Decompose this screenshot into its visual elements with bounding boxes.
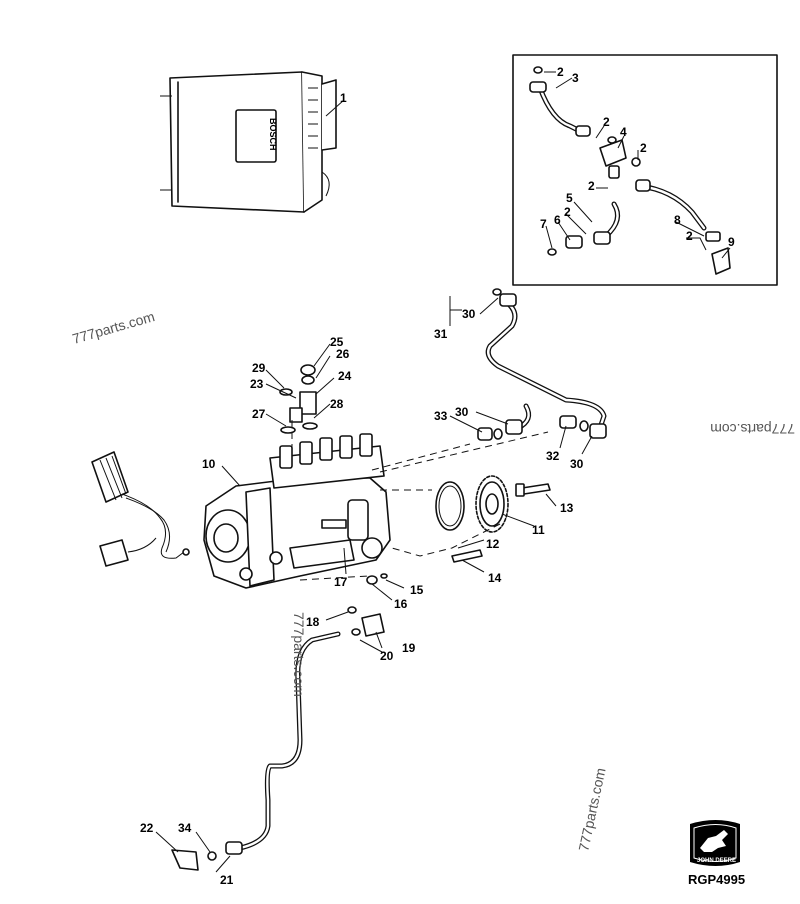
watermark-text: 777parts.com [575, 766, 608, 852]
callout-25: 25 [330, 335, 344, 349]
callout-28: 28 [330, 397, 344, 411]
callout-22: 22 [140, 821, 154, 835]
callout-15: 15 [410, 583, 424, 597]
injection-pump [203, 433, 391, 589]
callout-13: 13 [560, 501, 574, 515]
callout-2: 2 [564, 205, 571, 219]
callout-30: 30 [455, 405, 469, 419]
callout-2: 2 [557, 65, 564, 79]
callout-11: 11 [532, 523, 545, 537]
callout-labels: 1 2 3 2 4 2 2 5 2 7 6 8 2 9 30 31 25 26 … [140, 65, 735, 887]
callout-3: 3 [572, 71, 579, 85]
callout-7: 7 [540, 217, 547, 231]
callout-1: 1 [340, 91, 347, 105]
logo-brand-text: JOHN DEERE [697, 858, 736, 864]
watermark-text: 777parts.com [291, 612, 307, 697]
callout-10: 10 [202, 457, 216, 471]
ecu-module: BOSCH [160, 71, 337, 213]
callout-20: 20 [380, 649, 394, 663]
callout-2: 2 [588, 179, 595, 193]
callout-29: 29 [252, 361, 266, 375]
callout-19: 19 [402, 641, 416, 655]
deer-icon [700, 830, 728, 852]
john-deere-logo: JOHN DEERE [690, 820, 740, 866]
callout-34: 34 [178, 821, 192, 835]
callout-33: 33 [434, 409, 448, 423]
callout-17: 17 [334, 575, 348, 589]
callout-23: 23 [250, 377, 264, 391]
callout-14: 14 [488, 571, 502, 585]
small-parts [347, 573, 388, 637]
return-line [171, 631, 341, 871]
relation-lines [291, 420, 549, 581]
callout-6: 6 [554, 213, 561, 227]
callout-8: 8 [674, 213, 681, 227]
callout-26: 26 [336, 347, 350, 361]
callout-31: 31 [434, 327, 448, 341]
callout-24: 24 [338, 369, 352, 383]
callout-5: 5 [566, 191, 573, 205]
callout-32: 32 [546, 449, 560, 463]
callout-2: 2 [640, 141, 647, 155]
watermark-text: 777parts.com [70, 308, 156, 347]
callout-27: 27 [252, 407, 266, 421]
injection-lines [449, 288, 607, 441]
ecu-brand-label: BOSCH [268, 118, 278, 151]
callout-12: 12 [486, 537, 500, 551]
callout-18: 18 [306, 615, 320, 629]
leader-lines [155, 71, 731, 873]
callout-16: 16 [394, 597, 408, 611]
callout-2: 2 [603, 115, 610, 129]
watermark-text: 777parts.com [710, 421, 795, 437]
inset-detail [512, 54, 778, 286]
callout-30: 30 [570, 457, 584, 471]
callout-2: 2 [686, 229, 693, 243]
wiring-harness [91, 451, 190, 567]
callout-21: 21 [220, 873, 234, 887]
gear-group [380, 475, 551, 563]
callout-4: 4 [620, 125, 627, 139]
watermarks: 777parts.com 777parts.com 777parts.com 7… [70, 308, 795, 853]
callout-9: 9 [728, 235, 735, 249]
callout-30: 30 [462, 307, 476, 321]
solenoid-stack [279, 364, 318, 434]
figure-reference: RGP4995 [688, 872, 745, 887]
